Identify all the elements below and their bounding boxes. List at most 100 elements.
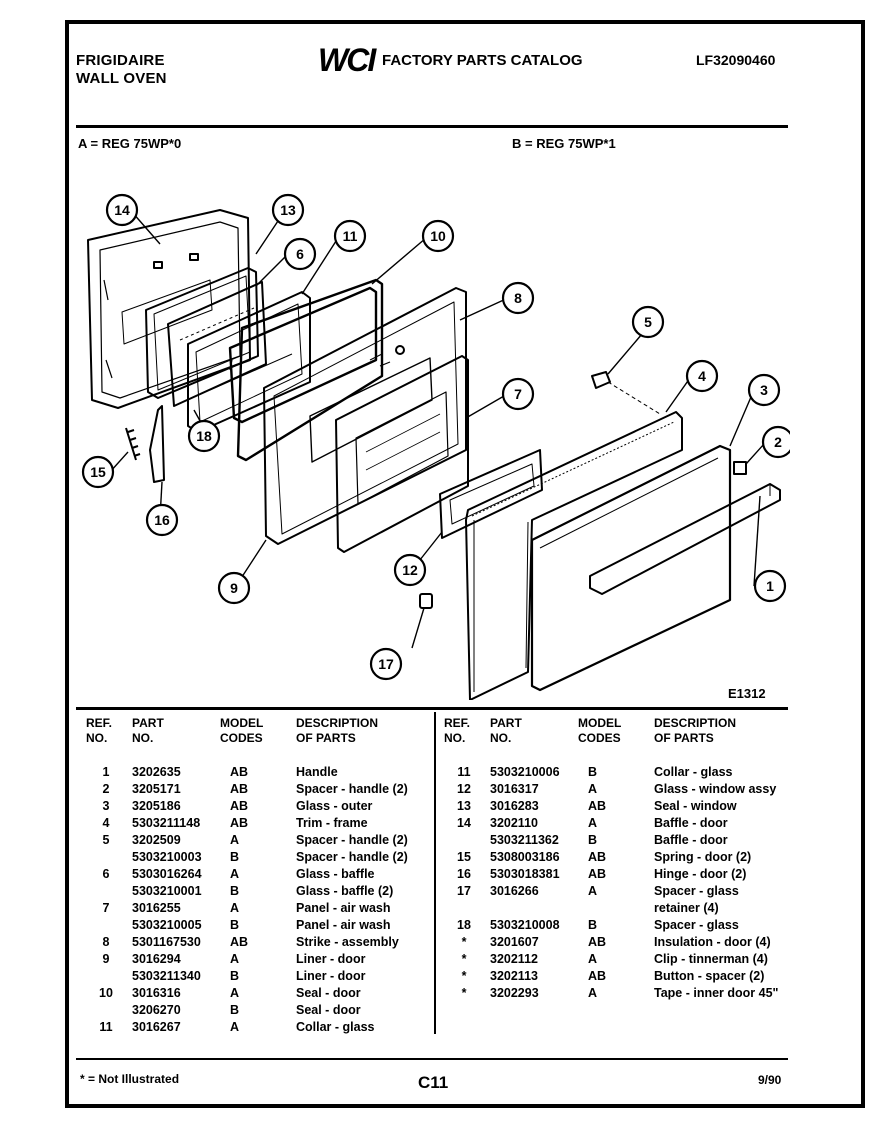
diagram-id: E1312 [728,686,766,701]
part-no: 5303211340 [132,969,201,983]
part-no: 3201607 [490,935,539,949]
svg-text:1: 1 [766,578,774,594]
part-no: 5303210005 [132,918,202,932]
part-seal-window [145,267,259,399]
model-code: AB [588,799,607,813]
part-description: Button - spacer (2) [654,969,765,983]
part-description: Tape - inner door 45" [654,986,779,1000]
callout-4: 4 [685,359,719,393]
part-description: Panel - air wash [296,918,391,932]
ref-no: 7 [102,901,110,915]
part-no: 3202110 [490,816,538,830]
catalog-date: 9/90 [758,1073,782,1087]
part-no: 5303018381 [490,867,560,881]
callout-2: 2 [761,425,790,459]
part-spacer-handle [733,461,747,475]
part-no: 3016283 [490,799,539,813]
svg-text:17: 17 [378,656,394,672]
model-code: A [230,867,240,881]
svg-text:9: 9 [230,580,238,596]
model-code: B [230,850,240,864]
footer-divider [76,1058,788,1060]
part-no: 3206270 [132,1003,181,1017]
svg-text:5: 5 [644,314,652,330]
svg-text:6: 6 [296,246,304,262]
part-description: Spacer - handle (2) [296,782,408,796]
callout-10: 10 [421,219,455,253]
model-code: AB [230,799,249,813]
model-code: A [588,884,598,898]
part-description: Spring - door (2) [654,850,752,864]
model-code: A [588,816,598,830]
part-no: 5303016264 [132,867,202,881]
ref-no: 3 [102,799,110,813]
model-code: A [230,1020,240,1034]
part-description: Glass - baffle [296,867,375,881]
part-no: 5301167530 [132,935,201,949]
model-a-label: A = REG 75WP*0 [78,136,182,151]
svg-text:10: 10 [430,228,446,244]
wci-logo: WCI [318,42,378,76]
ref-no: 4 [102,816,110,830]
svg-text:3: 3 [760,382,768,398]
ref-no: 2 [102,782,110,796]
model-code: A [230,901,240,915]
callout-8: 8 [501,281,535,315]
part-description: Seal - window [654,799,737,813]
model-code: B [230,918,240,932]
ref-no: 12 [457,782,471,796]
callout-17: 17 [369,647,403,681]
ref-no: 11 [99,1020,113,1034]
part-description: Seal - door [296,1003,361,1017]
callout-14: 14 [105,193,139,227]
part-panel-air-wash [335,355,469,553]
part-no: 3202293 [490,986,539,1000]
part-no: 3205186 [132,799,181,813]
part-spacer-handle-small [591,371,611,389]
exploded-door-diagram: 14 13 6 11 10 8 5 4 3 7 2 18 15 16 12 9 … [81,193,790,700]
part-description: Hinge - door (2) [654,867,747,881]
part-description: Baffle - door [654,816,728,830]
part-description: Spacer - glass [654,884,739,898]
part-description: Seal - door [296,986,361,1000]
catalog-title: FACTORY PARTS CATALOG [382,52,583,69]
part-description: Liner - door [296,952,366,966]
model-code: AB [230,765,249,779]
part-handle [589,483,781,595]
part-no: 5303211362 [490,833,559,847]
part-no: 5303210006 [490,765,560,779]
part-description: retainer (4) [654,901,719,915]
table-row: 5303210005 B Panel - air wash [86,917,426,934]
ref-no: 17 [457,884,471,898]
part-glass-baffle [167,281,267,407]
svg-text:WCI: WCI [318,42,377,76]
part-description: Trim - frame [296,816,368,830]
model-code: A [230,986,240,1000]
svg-text:13: 13 [280,202,296,218]
part-description: Collar - glass [654,765,733,779]
part-description: Liner - door [296,969,366,983]
product-name: WALL OVEN [76,70,167,87]
part-liner-door [263,287,467,545]
callout-13: 13 [271,193,305,227]
model-code: A [588,952,598,966]
